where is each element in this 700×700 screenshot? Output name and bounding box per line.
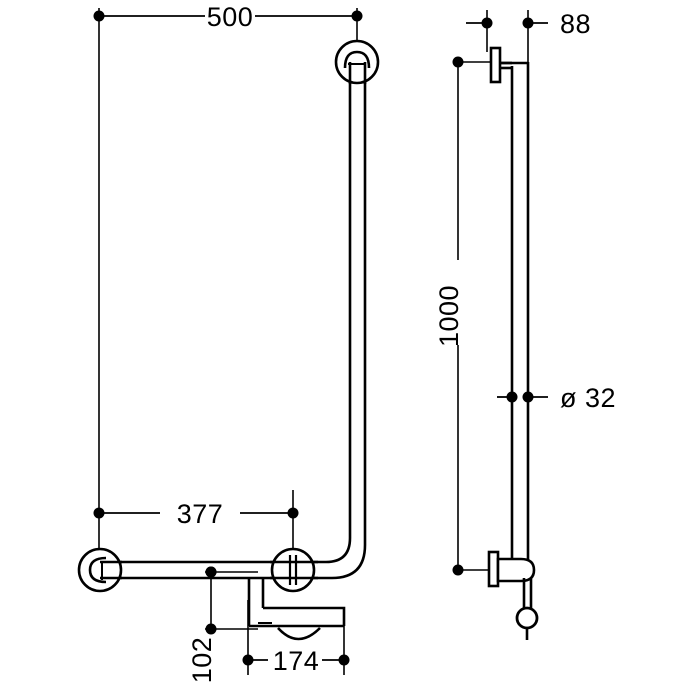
side-view: 88 1000 ø 32 [434, 9, 616, 640]
left-wall-flange [77, 547, 123, 593]
tube-inner-edge [97, 60, 367, 580]
flange-plate [487, 550, 500, 588]
dim-endpoint-dot [205, 623, 217, 635]
dim-endpoint-dot [242, 654, 254, 666]
dim-endpoint-dot [481, 17, 493, 29]
front-extension-lines [98, 8, 358, 675]
dimension-label-500: 500 [207, 2, 254, 32]
grab-bar-tube-outline [97, 60, 367, 580]
dimension-1000: 1000 [434, 56, 464, 576]
dim-endpoint-dot [287, 507, 299, 519]
dimension-diameter-32: ø 32 [497, 383, 616, 413]
front-view: 500 377 102 174 [77, 2, 380, 684]
side-top-wall-flange [489, 46, 512, 84]
tube-rounded-end [496, 557, 536, 583]
side-extension-lines [457, 10, 529, 571]
dim-endpoint-dot [351, 10, 363, 22]
dimension-102: 102 [187, 566, 217, 684]
dimension-label-174: 174 [273, 646, 320, 676]
dimension-label-377: 377 [177, 499, 224, 529]
top-wall-flange [334, 39, 380, 85]
middle-wall-flange [270, 547, 318, 593]
flange-plate [489, 46, 502, 84]
dim-endpoint-dot [452, 56, 464, 68]
dish-rim-right [300, 606, 346, 626]
dimension-label-88: 88 [560, 9, 591, 39]
dimension-500: 500 [93, 2, 363, 32]
dim-endpoint-dot [93, 10, 105, 22]
side-tube [498, 61, 530, 566]
dimension-377: 377 [93, 499, 299, 529]
tube-outer-edge [97, 60, 352, 564]
dim-endpoint-dot [93, 507, 105, 519]
hook-ring-circle [515, 606, 539, 630]
dimension-label-1000: 1000 [434, 285, 464, 347]
dimension-174: 174 [242, 646, 350, 676]
side-hook-ring [515, 578, 539, 640]
dish-bowl [277, 627, 321, 641]
bar-reference-dot [205, 566, 217, 578]
dim-endpoint-dot [522, 17, 534, 29]
flange-outer-ring [270, 547, 316, 593]
soap-dish-bracket [247, 578, 346, 641]
dim-endpoint-dot [452, 564, 464, 576]
dimension-label-diameter-32: ø 32 [560, 383, 616, 413]
dimension-88: 88 [466, 9, 591, 39]
side-bottom-wall-flange [487, 550, 536, 588]
dim-endpoint-dot [338, 654, 350, 666]
dimension-label-102: 102 [187, 637, 217, 684]
